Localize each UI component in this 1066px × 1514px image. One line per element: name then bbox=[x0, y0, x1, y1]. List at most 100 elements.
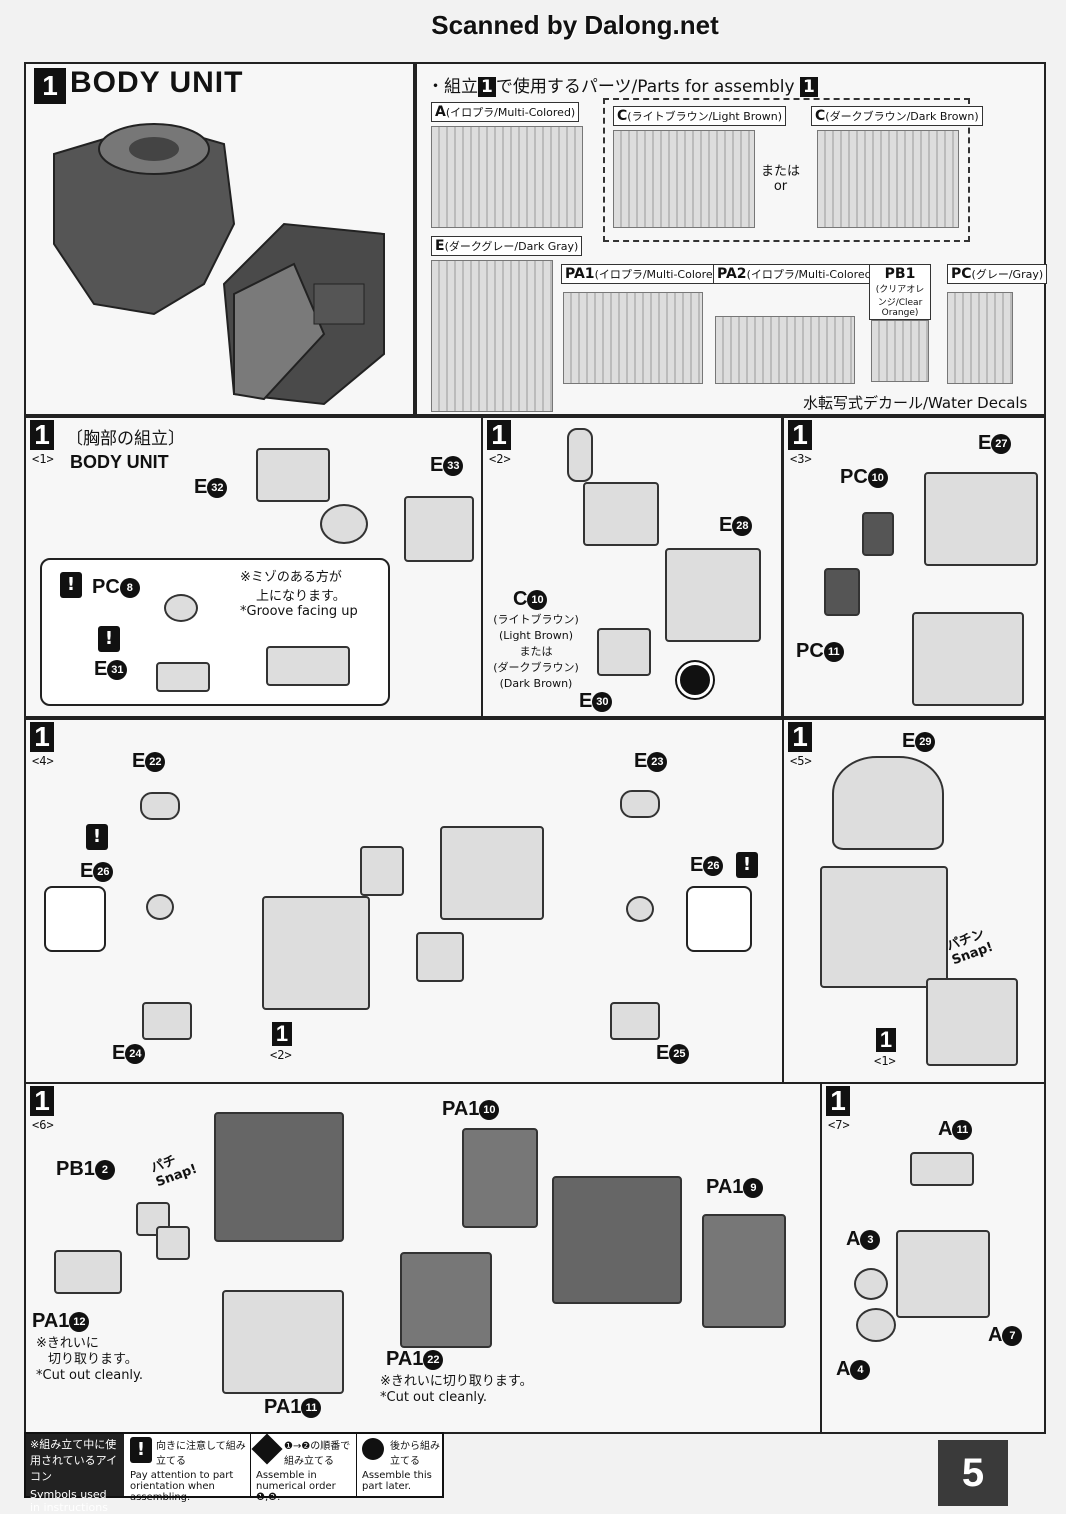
c10-color-note: (ライトブラウン)(Light Brown) または(ダークブラウン)(Dark… bbox=[493, 613, 579, 690]
step-1-title-en: BODY UNIT bbox=[70, 452, 169, 472]
ref-step-sub: <1> bbox=[874, 1054, 896, 1068]
step-6-number: 1 bbox=[30, 1086, 54, 1116]
part-arm-left bbox=[360, 846, 404, 896]
runner-label-e: E(ダークグレー/Dark Gray) bbox=[431, 236, 583, 256]
warning-icon: ! bbox=[736, 852, 758, 878]
scan-credit: Scanned by Dalong.net bbox=[431, 10, 719, 40]
legend-warning-en: Pay attention to part orientation when a… bbox=[130, 1470, 234, 1503]
groove-note: ※ミゾのある方が 上になります。 *Groove facing up bbox=[240, 570, 358, 619]
legend-later-en: Assemble this part later. bbox=[362, 1470, 432, 1492]
part-e30 bbox=[597, 628, 651, 676]
step-1-title-jp: 〔胸部の組立〕 bbox=[66, 429, 185, 449]
part-pc8 bbox=[164, 594, 198, 622]
runner-a-image bbox=[431, 126, 583, 228]
ref-step-number: 1 bbox=[272, 1022, 292, 1046]
runner-pc-image bbox=[947, 292, 1013, 384]
part-a7 bbox=[896, 1230, 990, 1318]
legend-order-jp: ❶→❷の順番で組み立てる bbox=[284, 1441, 351, 1467]
part-e23 bbox=[620, 790, 660, 818]
warning-icon: ! bbox=[130, 1437, 152, 1463]
step-5-sub: <5> bbox=[790, 754, 812, 768]
cut-note-right: ※きれいに切り取ります。 *Cut out cleanly. bbox=[380, 1374, 533, 1405]
part-body-center bbox=[262, 896, 370, 1010]
part-a3 bbox=[854, 1268, 888, 1300]
part-pilot bbox=[567, 428, 593, 482]
part-e26-left bbox=[146, 894, 174, 920]
cut-note-left: ※きれいに 切り取ります。 *Cut out cleanly. bbox=[36, 1336, 144, 1383]
part-e28 bbox=[665, 548, 761, 642]
warning-icon: ! bbox=[98, 626, 120, 652]
body-unit-illustration bbox=[53, 122, 385, 406]
runner-label-pb1: PB1(クリアオレンジ/Clear Orange) bbox=[869, 264, 931, 320]
runner-e-image bbox=[431, 260, 553, 412]
runner-c-dark-image bbox=[817, 130, 959, 228]
part-body-5 bbox=[820, 866, 948, 988]
legend: ※組み立て中に使用されているアイコン Symbols used in instr… bbox=[24, 1432, 392, 1514]
part-e22 bbox=[140, 792, 180, 820]
part-pb1b bbox=[156, 1226, 190, 1260]
part-pc11 bbox=[824, 568, 860, 616]
runner-label-a: A(イロプラ/Multi-Colored) bbox=[431, 102, 580, 122]
page-number: 5 bbox=[938, 1440, 1008, 1506]
legend-item-order: ❶→❷の順番で組み立てる Assemble in numerical order… bbox=[251, 1433, 357, 1503]
part-pa1-12 bbox=[54, 1250, 122, 1294]
part-a11 bbox=[910, 1152, 974, 1186]
step-1-sub: <1> bbox=[32, 452, 54, 466]
later-icon bbox=[677, 662, 713, 698]
warning-icon: ! bbox=[86, 824, 108, 850]
step-3-sub: <3> bbox=[790, 452, 812, 466]
detail-box-right bbox=[686, 886, 752, 952]
legend-later-jp: 後から組み立てる bbox=[390, 1441, 440, 1467]
runner-pb1-image bbox=[871, 320, 929, 382]
part-e31 bbox=[156, 662, 210, 692]
part-e24 bbox=[142, 1002, 192, 1040]
legend-head: ※組み立て中に使用されているアイコン Symbols used in instr… bbox=[26, 1434, 124, 1514]
step-7-sub: <7> bbox=[828, 1118, 850, 1132]
runner-label-pa2: PA2(イロプラ/Multi-Colored) bbox=[713, 264, 880, 284]
part-assembled-6 bbox=[552, 1176, 682, 1304]
part-groove bbox=[266, 646, 350, 686]
part-center bbox=[320, 504, 368, 544]
section-title: BODY UNIT bbox=[70, 66, 244, 99]
section-number: 1 bbox=[34, 68, 66, 104]
part-e29 bbox=[832, 756, 944, 850]
runner-c-group bbox=[603, 98, 970, 242]
legend-order-en: Assemble in numerical order ❶,❷. bbox=[256, 1470, 336, 1503]
step-2-number: 1 bbox=[487, 420, 511, 450]
part-body-right bbox=[440, 826, 544, 920]
step-6-sub: <6> bbox=[32, 1118, 54, 1132]
detail-box-left bbox=[44, 886, 106, 952]
runner-c-light-image bbox=[613, 130, 755, 228]
box-art-panel: 1 BODY UNIT bbox=[24, 62, 415, 416]
